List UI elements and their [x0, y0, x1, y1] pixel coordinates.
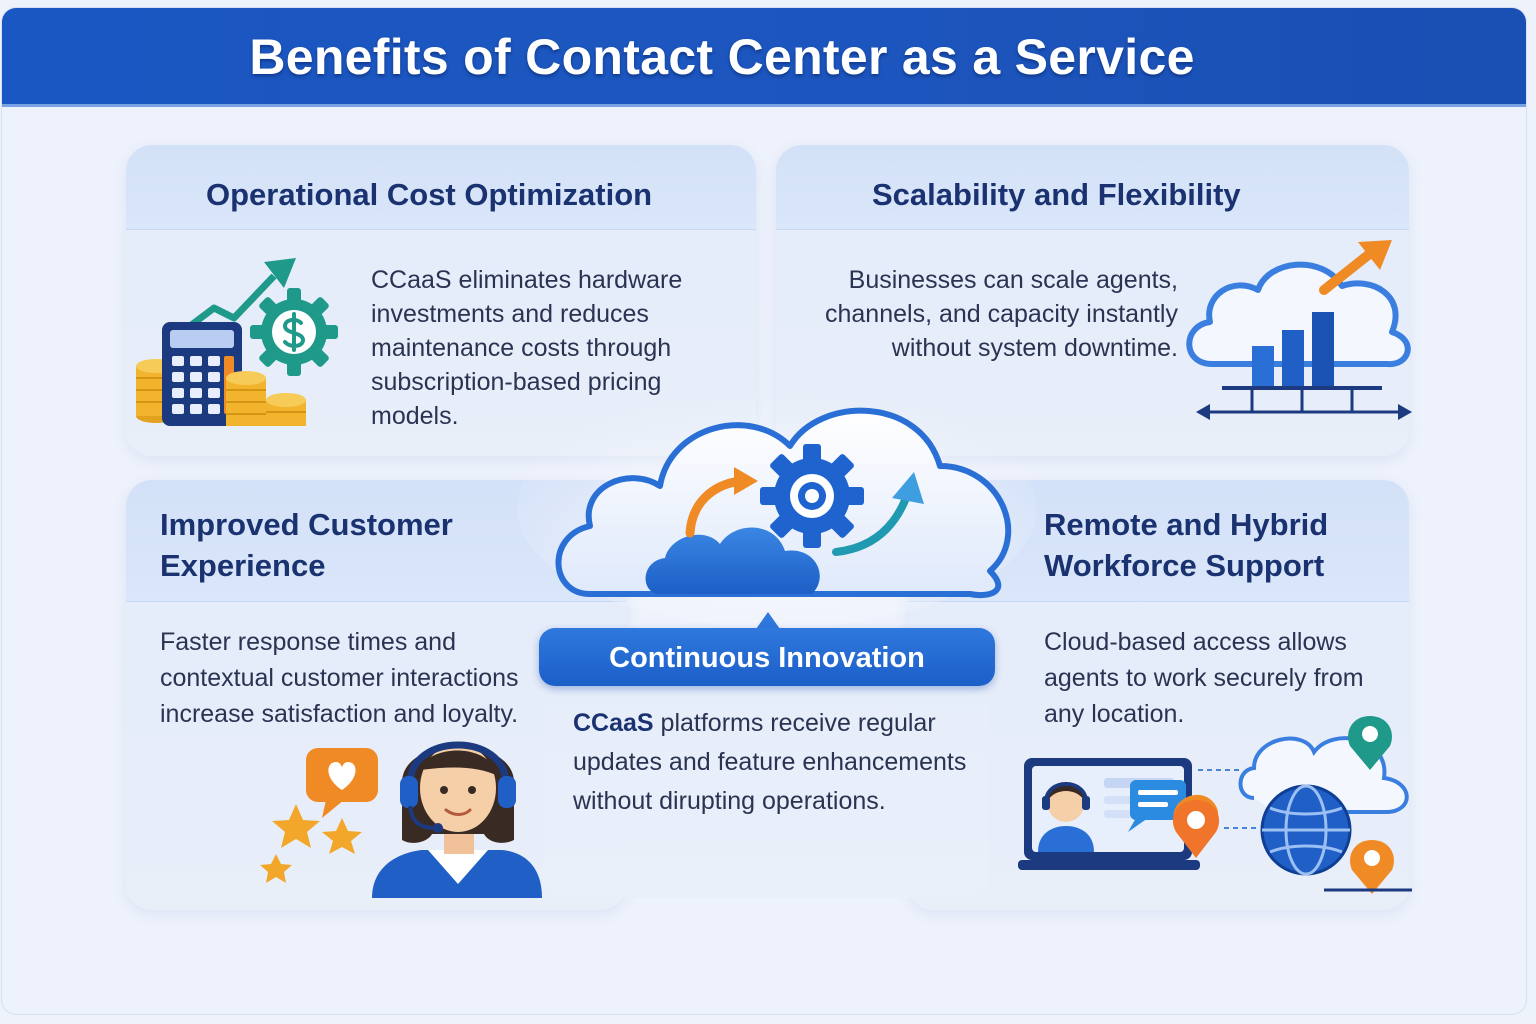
cycle-arrow-orange-icon [685, 467, 758, 538]
panel-title-line2: Experience [160, 548, 326, 583]
cloud-icon [1186, 261, 1411, 368]
growth-arrow-icon [264, 258, 296, 288]
agent-headset-avatar [372, 741, 542, 898]
panel-body: Businesses can scale agents, channels, a… [825, 266, 1178, 362]
remote-illustration [1018, 716, 1412, 894]
globe-icon [1260, 784, 1352, 876]
location-pin-icon [1172, 794, 1220, 858]
innovation-body: CCaaS platforms receive regular updates … [573, 704, 983, 821]
innovation-pointer [756, 612, 780, 629]
innovation-body-rest: platforms receive regular updates and fe… [573, 709, 967, 815]
panel-body: Cloud-based access allows agents to work… [1044, 628, 1364, 728]
panel-title-line1: Improved Customer [160, 507, 453, 542]
innovation-label: Continuous Innovation [609, 642, 925, 674]
panel-title-line1: Remote and Hybrid [1044, 507, 1329, 542]
cycle-arrow-teal-icon [832, 472, 924, 556]
innovation-body-bold: CCaaS [573, 709, 654, 737]
infographic-frame: Benefits of Contact Center as a Service … [2, 8, 1526, 1014]
panel-body: Faster response times and contextual cus… [160, 628, 519, 728]
panel-title-line2: Workforce Support [1044, 548, 1325, 583]
panel-title: Operational Cost Optimization [206, 177, 653, 212]
calculator-icon [162, 322, 242, 426]
chat-bubble-icon [1128, 780, 1186, 832]
growth-arrow-icon [1319, 247, 1377, 295]
cost-illustration [136, 258, 338, 426]
dollar-gear-icon [250, 288, 338, 376]
panel-header [776, 145, 1409, 230]
coins-icon [226, 371, 306, 426]
panel-header [126, 145, 756, 230]
page-title: Benefits of Contact Center as a Service [249, 29, 1195, 85]
gear-icon [760, 444, 864, 548]
header-banner: Benefits of Contact Center as a Service [2, 8, 1526, 107]
star-icon [260, 804, 362, 883]
panel-title: Scalability and Flexibility [872, 177, 1241, 212]
panel-body: CCaaS eliminates hardware investments an… [371, 266, 683, 430]
innovation-panel [543, 672, 989, 898]
location-pin-icon [1348, 716, 1392, 770]
panel-cost-optimization: Operational Cost Optimization CCaaS elim… [126, 145, 756, 456]
experience-illustration [260, 741, 542, 898]
location-pin-icon [1350, 840, 1394, 894]
expand-arrows-icon [1196, 386, 1412, 420]
innovation-label-bar: Continuous Innovation [539, 628, 995, 686]
bar-chart-icon [1252, 312, 1334, 388]
heart-chat-icon [306, 748, 378, 818]
scale-illustration [1186, 240, 1412, 420]
